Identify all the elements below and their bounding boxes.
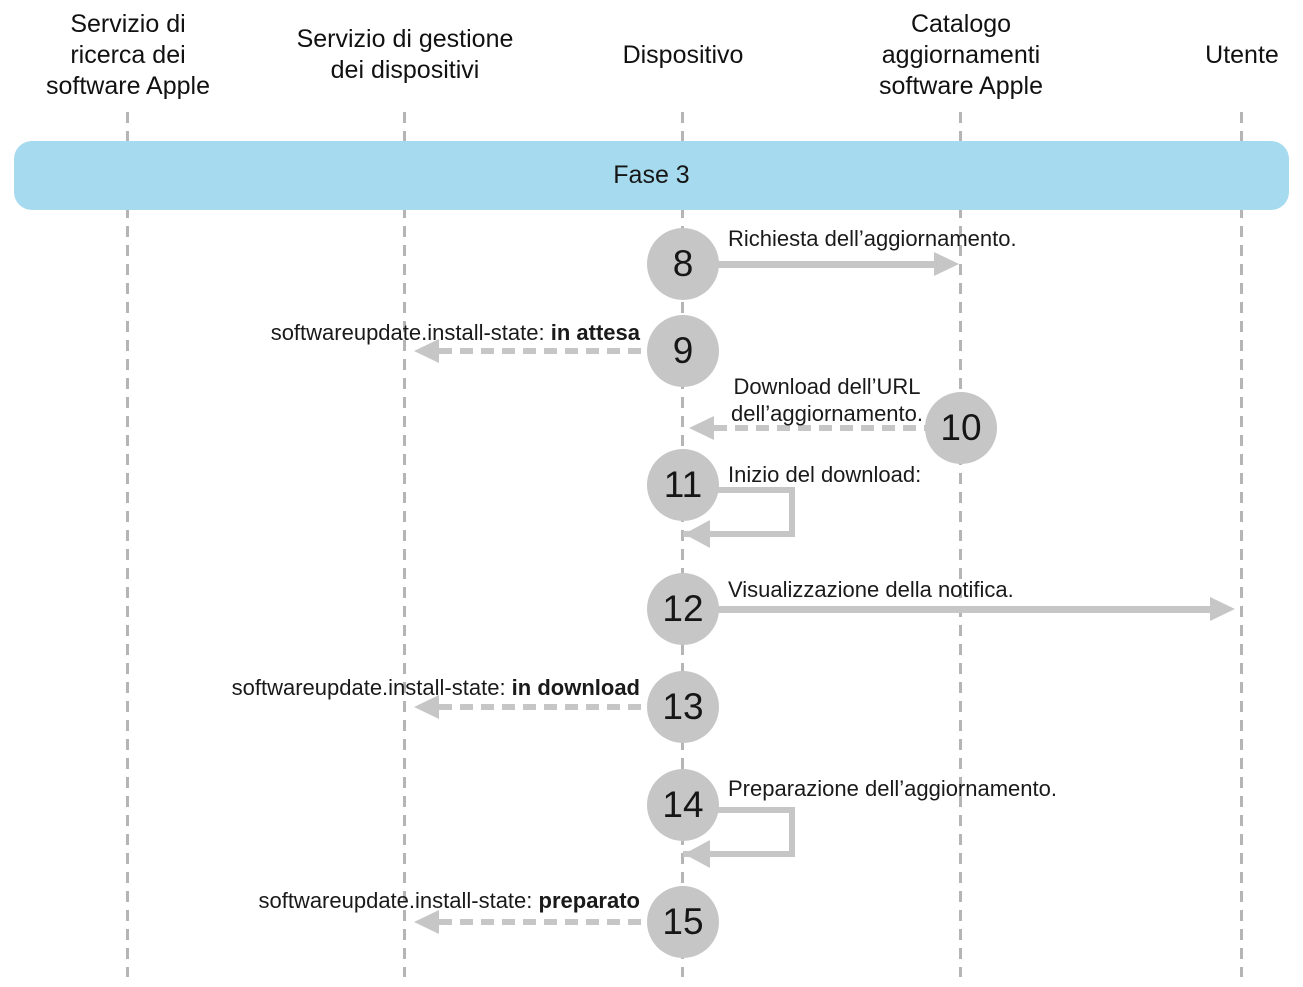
lifeline-software-update-catalog xyxy=(959,112,962,977)
step-12-label: Visualizzazione della notifica. xyxy=(728,577,1014,602)
step-14-label: Preparazione dell’aggiornamento. xyxy=(728,776,1057,801)
step-circle-11: 11 xyxy=(647,449,719,521)
lifeline-device xyxy=(681,112,684,977)
step-circle-15: 15 xyxy=(647,886,719,958)
actor-header-device: Dispositivo xyxy=(622,40,744,69)
step-10-arrowhead-left-icon xyxy=(689,416,714,440)
step-8-arrow-shaft xyxy=(716,261,936,268)
step-13-label-state: in download xyxy=(511,675,640,700)
lifeline-device-management-service xyxy=(403,112,406,977)
step-13-label: softwareupdate.install-state: in downloa… xyxy=(232,675,640,701)
step-14-loop-arrowhead-icon xyxy=(684,840,710,868)
step-15-label: softwareupdate.install-state: preparato xyxy=(258,888,640,914)
step-9-label-state: in attesa xyxy=(550,320,640,345)
step-11-self-loop xyxy=(683,487,795,537)
step-circle-13: 13 xyxy=(647,671,719,743)
step-12-arrow-shaft xyxy=(716,606,1210,613)
step-13-arrowhead-left-icon xyxy=(414,695,439,719)
step-13-arrow-shaft xyxy=(439,704,649,710)
step-10-arrow-shaft xyxy=(714,425,926,431)
lifeline-user xyxy=(1240,112,1243,977)
step-15-arrow-shaft xyxy=(439,919,649,925)
step-circle-8: 8 xyxy=(647,228,719,300)
step-11-label: Inizio del download: xyxy=(728,462,922,487)
step-14-self-loop xyxy=(683,807,795,857)
step-15-label-state: preparato xyxy=(538,888,640,913)
actor-header-software-update-catalog: Catalogo aggiornamenti software Apple xyxy=(879,9,1043,100)
step-11-loop-arrowhead-icon xyxy=(684,520,710,548)
step-8-label: Richiesta dell’aggiornamento. xyxy=(728,226,1017,251)
step-circle-12: 12 xyxy=(647,573,719,645)
step-9-label: softwareupdate.install-state: in attesa xyxy=(271,320,640,346)
step-13-label-prefix: softwareupdate.install-state: xyxy=(231,675,512,700)
step-circle-10: 10 xyxy=(925,392,997,464)
phase-banner: Fase 3 xyxy=(14,141,1289,210)
phase-banner-label: Fase 3 xyxy=(613,161,690,189)
step-15-label-prefix: softwareupdate.install-state: xyxy=(258,888,539,913)
step-circle-14: 14 xyxy=(647,769,719,841)
step-12-arrowhead-right-icon xyxy=(1210,597,1235,621)
step-9-arrowhead-left-icon xyxy=(414,339,439,363)
step-9-label-prefix: softwareupdate.install-state: xyxy=(270,320,551,345)
actor-header-user: Utente xyxy=(1205,40,1279,69)
step-9-arrow-shaft xyxy=(439,348,649,354)
step-8-arrowhead-right-icon xyxy=(934,252,959,276)
step-circle-9: 9 xyxy=(647,315,719,387)
step-15-arrowhead-left-icon xyxy=(414,910,439,934)
step-10-label: Download dell’URL dell’aggiornamento. xyxy=(730,374,924,426)
lifeline-software-lookup-service xyxy=(126,112,129,977)
actor-header-software-lookup-service: Servizio di ricerca dei software Apple xyxy=(46,9,210,100)
actor-header-device-management-service: Servizio di gestione dei dispositivi xyxy=(296,25,514,84)
